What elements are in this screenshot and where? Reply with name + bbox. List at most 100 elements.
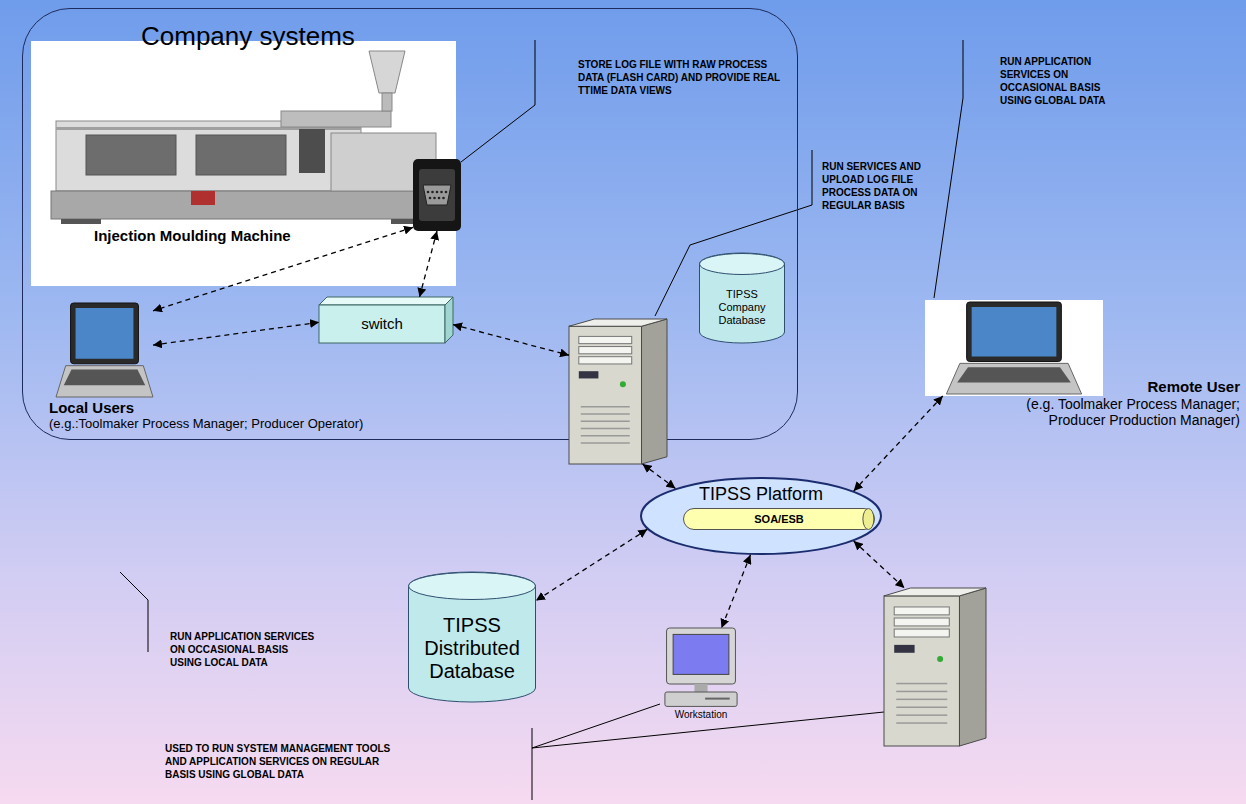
platform-outline — [641, 478, 881, 554]
user-examples: (e.g.:Toolmaker Process Manager; Produce… — [49, 416, 363, 431]
vent-slot — [896, 683, 947, 685]
hopper-neck — [382, 93, 392, 111]
red-accent — [191, 191, 215, 205]
connector-arrow — [536, 529, 647, 600]
laptop-keyboard — [64, 370, 145, 386]
logger-connector — [423, 185, 451, 205]
connector-arrow — [420, 231, 438, 297]
user-examples: (e.g. Toolmaker Process Manager; Produce… — [990, 396, 1240, 428]
vent-slot — [581, 428, 630, 430]
text-holder: USED TO RUN SYSTEM MANAGEMENT TOOLS AND … — [165, 742, 403, 781]
database-label: TIPSS Distributed Database — [416, 614, 528, 683]
connector-arrow — [153, 227, 413, 310]
laptop-base — [946, 363, 1081, 394]
platform-server — [884, 588, 986, 746]
connector-pin — [433, 197, 436, 200]
connector-arrow — [854, 396, 943, 491]
distributed-database: TIPSS Distributed Database — [408, 572, 536, 702]
region-title: Company systems — [141, 21, 355, 51]
text-holder: RUN APPLICATION SERVICES ON OCCASIONAL B… — [170, 630, 318, 669]
switch-side — [445, 297, 453, 343]
server-side — [642, 319, 667, 464]
server-front — [884, 596, 959, 746]
monitor-body — [667, 628, 736, 684]
drive-bay — [579, 347, 632, 354]
power-button — [620, 381, 626, 387]
cylinder-top — [700, 254, 785, 275]
server-side — [959, 588, 986, 746]
vent-slot — [581, 406, 630, 408]
company-server — [569, 319, 667, 464]
server-display — [579, 371, 599, 378]
connector-arrow — [722, 555, 751, 628]
text-holder: RUN SERVICES AND UPLOAD LOG FILE PROCESS… — [822, 160, 942, 212]
monitor-screen — [673, 634, 729, 674]
vent-slot — [896, 691, 947, 693]
connector-pin — [445, 191, 448, 194]
power-button — [937, 656, 943, 662]
text-holder: SOA/ESB — [683, 508, 875, 530]
laptop-outline — [925, 300, 1103, 396]
vent-slot — [581, 413, 630, 415]
server-display — [894, 645, 914, 653]
vent-slot — [896, 707, 947, 709]
vent-slot — [896, 714, 947, 716]
text-holder: Local Users — [49, 399, 134, 416]
bus-label: SOA/ESB — [754, 513, 804, 526]
connector-arrow — [153, 322, 319, 345]
callout-note: RUN APPLICATION SERVICES ON OCCASIONAL B… — [1000, 55, 1120, 107]
drive-bay — [894, 607, 949, 615]
text-holder: TIPSS Distributed Database — [412, 600, 532, 696]
workstation-outline — [660, 628, 742, 708]
injection-moulding-machine: Injection Moulding Machine — [31, 41, 456, 286]
leader-line — [532, 728, 533, 800]
company-database: TIPSS Company Database — [699, 253, 785, 343]
bus-tube — [684, 509, 875, 530]
machine-foot — [61, 219, 101, 224]
text-holder: TIPSS Company Database — [703, 275, 781, 339]
server-outline — [569, 319, 667, 464]
text-holder: Company systems — [141, 21, 355, 51]
workstation-label: Workstation — [675, 709, 728, 721]
computer-base — [665, 692, 737, 706]
bus-tube-end — [863, 509, 874, 530]
vent-slot — [581, 421, 630, 423]
platform-label: TIPSS Platform — [699, 483, 823, 505]
guard-window — [86, 135, 176, 175]
vent-slot — [896, 699, 947, 701]
server-top — [884, 588, 986, 596]
machine-label: Injection Moulding Machine — [91, 227, 294, 245]
vent-slot — [896, 722, 947, 724]
switch-front — [319, 305, 445, 343]
laptop-outline — [56, 301, 153, 399]
logger-body — [413, 159, 461, 231]
text-holder: Workstation — [636, 709, 766, 721]
text-holder: (e.g. Toolmaker Process Manager; Produce… — [990, 396, 1240, 428]
laptop-screen — [972, 307, 1057, 357]
database-label: TIPSS Company Database — [710, 288, 774, 327]
leader-line — [461, 40, 535, 162]
cylinder-body — [409, 572, 536, 702]
picture-background — [925, 300, 1103, 396]
text-holder: Remote User — [990, 378, 1240, 396]
laptop-lid — [967, 302, 1062, 362]
machine-outline — [31, 41, 456, 286]
switch-top — [319, 297, 453, 305]
leader-line — [120, 572, 148, 652]
callout-note: RUN APPLICATION SERVICES ON OCCASIONAL B… — [170, 630, 318, 669]
vent-slot — [581, 442, 630, 444]
leader-line — [934, 40, 963, 298]
machine-background — [31, 41, 456, 286]
connector-pin — [427, 191, 430, 194]
text-holder: switch — [319, 305, 445, 343]
callout-note: STORE LOG FILE WITH RAW PROCESS DATA (FL… — [578, 58, 788, 97]
connector-pin — [438, 197, 441, 200]
monitor-neck — [694, 684, 707, 692]
text-holder: Injection Moulding Machine — [91, 227, 294, 245]
laptop-screen — [76, 308, 134, 359]
remote-user-laptop: Remote User(e.g. Toolmaker Process Manag… — [925, 300, 1103, 396]
machine-base — [51, 191, 436, 219]
laptop-lid — [71, 303, 139, 364]
connector-arrow — [854, 541, 905, 588]
